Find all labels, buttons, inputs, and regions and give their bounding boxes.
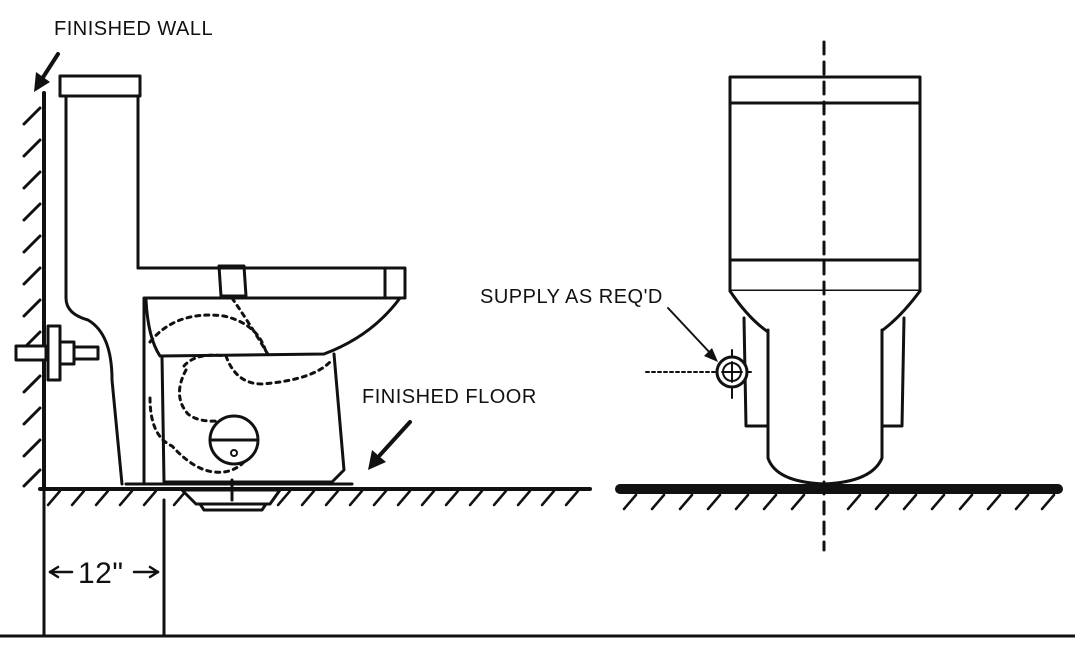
side-view [14,52,592,638]
front-view [615,40,1063,552]
floor-hatching [46,489,580,507]
supply-valve [14,324,100,382]
supply-cross [721,361,743,383]
outlet-hole [230,449,238,457]
seat-hinge [217,264,248,298]
dimension-arrows [48,565,160,579]
front-floor-hatching [622,493,1056,511]
finished-wall-label: FINISHED WALL [54,18,213,40]
finished-floor-arrow [368,420,412,470]
wall-hatching [22,106,42,488]
finished-wall-arrow [34,52,60,92]
tank-body [64,94,124,486]
front-bowl-sides [742,316,906,428]
supply-label: SUPPLY AS REQ'D [480,286,663,308]
hidden-trapway [148,296,332,474]
rough-in-dimension-label: 12" [78,557,124,590]
tank-lid [58,74,142,98]
toilet-seat [136,266,407,300]
finished-floor-label: FINISHED FLOOR [362,386,537,408]
supply-arrow [667,307,718,362]
toilet-bowl [144,296,402,358]
